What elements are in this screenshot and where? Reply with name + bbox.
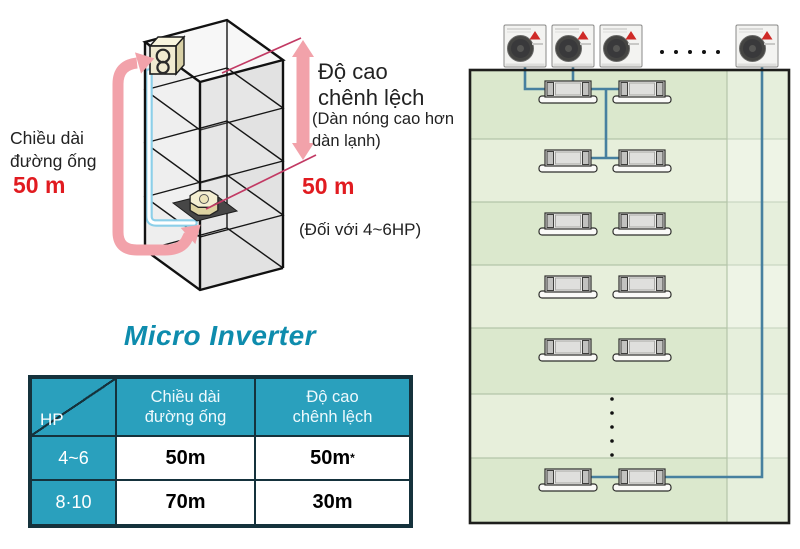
indoor-unit-icon xyxy=(538,212,598,236)
height-diff-value: 50 m xyxy=(302,173,355,199)
indoor-unit-icon xyxy=(612,80,672,104)
indoor-unit-icon xyxy=(612,212,672,236)
indoor-unit-icon xyxy=(612,275,672,299)
indoor-unit-icon xyxy=(612,149,672,173)
pipe-length-value: 50 m xyxy=(13,172,66,198)
outdoor-units xyxy=(503,24,779,68)
height-diff-note-line2: dàn lạnh) xyxy=(312,131,381,150)
col-header-height-diff: Độ cao chênh lệch xyxy=(255,378,410,436)
col-header-height-diff-line2: chênh lệch xyxy=(292,408,373,426)
multi-floor-schematic xyxy=(468,24,791,525)
row-hp-4-6: 4~6 xyxy=(31,436,116,480)
indoor-unit-icon xyxy=(538,80,598,104)
hp-label: HP xyxy=(40,410,64,429)
pipe-length-label: Chiều dài đường ống xyxy=(10,127,96,173)
table-corner-cell: HP xyxy=(31,378,116,436)
indoor-unit-icon xyxy=(538,149,598,173)
row-8-10-height: 30m xyxy=(255,480,410,525)
outdoor-unit-icon xyxy=(735,24,779,68)
row-8-10-length: 70m xyxy=(116,480,255,525)
outdoor-unit-icon xyxy=(599,24,643,68)
height-diff-label-line1: Độ cao xyxy=(318,59,388,84)
ellipsis-dots-vertical xyxy=(610,397,614,457)
height-difference-arrow xyxy=(205,37,317,210)
indoor-unit-icon xyxy=(538,338,598,362)
col-header-pipe-length: Chiều dài đường ống xyxy=(116,378,255,436)
cassette-indoor-unit-icon xyxy=(189,190,219,216)
pipe-length-arrow xyxy=(112,52,201,256)
row-hp-8-10: 8·10 xyxy=(31,480,116,525)
outdoor-unit-icon xyxy=(503,24,547,68)
row-4-6-height: 50m* xyxy=(255,436,410,480)
row-8-10-length-value: 70m xyxy=(165,491,206,513)
row-4-6-length-value: 50m xyxy=(165,446,206,469)
indoor-unit-icon xyxy=(538,275,598,299)
page-title: Micro Inverter xyxy=(123,320,317,351)
pipe-length-label-line1: Chiều dài xyxy=(10,128,84,148)
indoor-unit-icon xyxy=(612,468,672,492)
pipe-length-label-line2: đường ống xyxy=(10,151,97,171)
capacity-note: (Đối với 4~6HP) xyxy=(299,220,422,239)
rooftop-outdoor-unit-icon xyxy=(148,35,186,76)
refrigerant-pipe xyxy=(145,68,198,227)
indoor-unit-icon xyxy=(538,468,598,492)
row-8-10-height-value: 30m xyxy=(312,491,353,513)
row-4-6-length: 50m xyxy=(116,436,255,480)
col-header-pipe-length-line1: Chiều dài xyxy=(150,388,221,406)
indoor-unit-icon xyxy=(612,338,672,362)
height-diff-label: Độ cao chênh lệch xyxy=(318,59,424,111)
row-4-6-height-value: 50m xyxy=(310,446,351,469)
col-header-pipe-length-line2: đường ống xyxy=(144,408,227,426)
height-diff-note: (Dàn nóng cao hơn dàn lạnh) xyxy=(312,109,454,152)
building-cutaway-illustration xyxy=(112,18,317,292)
height-diff-note-line1: (Dàn nóng cao hơn xyxy=(312,110,454,128)
ellipsis-dots-horizontal xyxy=(660,50,720,54)
height-diff-label-line2: chênh lệch xyxy=(318,85,425,110)
building-frame xyxy=(468,68,791,525)
col-header-height-diff-line1: Độ cao xyxy=(306,388,359,406)
outdoor-unit-icon xyxy=(551,24,595,68)
spec-table: HP Chiều dài đường ống Độ cao chênh lệch… xyxy=(28,375,413,528)
